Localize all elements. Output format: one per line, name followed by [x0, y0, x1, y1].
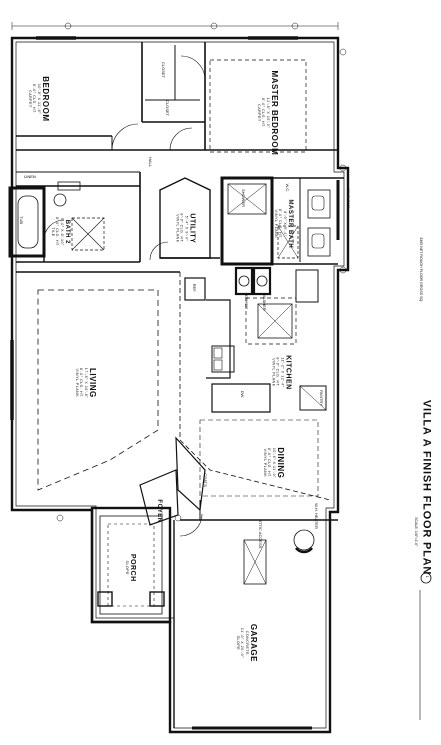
- room-label-utility: UTILITY 5'-4" X 9'-4" 8'-0" CLG. HT. VIN…: [175, 195, 196, 261]
- room-name: BEDROOM: [40, 76, 50, 122]
- room-name: FOYER: [156, 499, 162, 523]
- title-text: VILLA A FINISH FLOOR PLAN: [420, 399, 433, 576]
- dryer-label: DRYER: [244, 290, 249, 314]
- tub-text: TUB: [19, 216, 24, 224]
- room-size: 17'-8" X 16'-8": [83, 367, 88, 398]
- water-heater-text: W.H. HEATER: [314, 503, 319, 529]
- room-name: PANTRY: [319, 390, 324, 406]
- room-slope: SLOPE: [235, 635, 240, 651]
- room-name: GARAGE: [248, 623, 258, 662]
- room-ceiling: 8'-0" CLG. HT.: [55, 216, 60, 247]
- attic-text: ATTIC ACCESS: [258, 519, 263, 549]
- room-name: MASTER BEDROOM: [269, 70, 279, 156]
- room-name: KITCHEN: [284, 355, 292, 390]
- dw-text: DW: [240, 390, 245, 398]
- drawing-side-note: 3365 NET ROUGH FLOOR GROSS SQ.: [418, 200, 423, 340]
- room-ceiling: 8'-0" CLG. HT.: [267, 447, 272, 478]
- title-number-text: 1: [424, 575, 429, 578]
- room-floor: CARPET: [256, 104, 261, 122]
- room-name: BATH 2: [63, 219, 70, 244]
- room-ceiling: 8'-0" CLG. HT.: [179, 213, 184, 244]
- pantry-label: PANTRY: [319, 385, 324, 411]
- shower-text: SHOWER: [241, 189, 246, 207]
- room-size: 11'-0" X 20'-0": [240, 627, 245, 658]
- room-name: LIVING: [87, 368, 97, 398]
- room-floor: TILE: [50, 227, 55, 237]
- room-ceiling: 8'-0" CLG. HT.: [278, 208, 283, 239]
- washer-label: WASHER: [262, 290, 267, 314]
- room-floor: CONCRETE: [244, 630, 249, 655]
- drawing-scale: SCALE: 1/8"=1'-0": [413, 457, 418, 607]
- ref-text: REF.: [192, 283, 197, 293]
- room-ceiling: 8'-0" CLG. HT.: [261, 97, 266, 128]
- room-label-bedroom: BEDROOM 10'-8" X 11'-8" 8'-0" CLG. HT. C…: [27, 59, 50, 139]
- washer-text: WASHER: [262, 293, 267, 311]
- closet-label-2: CLOSET: [165, 93, 170, 123]
- attic-label: ATTIC ACCESS: [258, 514, 263, 554]
- closet-text: CLOSET: [165, 99, 170, 116]
- room-floor: VINYL PLANK: [271, 358, 276, 387]
- room-floor: VINYL PLANK: [262, 448, 267, 478]
- room-ceiling: 8'-0" CLG. HT.: [275, 357, 280, 388]
- room-label-master: MASTER BEDROOM 12'-8" X 15'-0" 8'-0" CLG…: [256, 68, 279, 158]
- closet-hall-text: LINEN: [24, 174, 36, 179]
- room-size: 8'-0" X 9'-4": [282, 211, 287, 237]
- room-floor: VINYL PLANK: [273, 209, 278, 239]
- closet-text: CLOSET: [161, 61, 166, 78]
- tub-label: TUB: [19, 213, 24, 227]
- side-note-text: 3365 NET ROUGH FLOOR GROSS SQ.: [418, 237, 423, 303]
- shower-label: SHOWER: [241, 183, 246, 213]
- room-label-garage: GARAGE CONCRETE 11'-0" X 20'-0" SLOPE: [235, 603, 258, 683]
- closet-label: CLOSET: [161, 55, 166, 85]
- room-label-bath2: BATH 2 5'-0" X 8'-10" 8'-0" CLG. HT. TIL…: [50, 202, 70, 262]
- room-size: 10'-6" X 11'-0": [271, 447, 276, 478]
- dryer-text: DRYER: [244, 295, 249, 309]
- room-label-living: LIVING 17'-8" X 16'-8" 8'-0" CLG. HT. VI…: [74, 348, 97, 418]
- clear-text: SS CLEAR: [346, 188, 351, 208]
- room-slope: SLOPE: [124, 560, 129, 576]
- wc-label: W.C.: [285, 179, 290, 197]
- room-ceiling: 8'-0" CLG. HT.: [32, 83, 37, 114]
- coats-text: COATS: [203, 473, 208, 487]
- ref-label: REF.: [192, 280, 197, 296]
- room-label-foyer: FOYER: [156, 496, 162, 526]
- room-floor: VINYL PLANK: [74, 368, 79, 398]
- room-floor: VINYL PLANK: [175, 214, 180, 243]
- room-ceiling: 8'-0" CLG. HT.: [79, 367, 84, 398]
- coats-label: COATS: [203, 469, 208, 491]
- room-name: UTILITY: [188, 213, 196, 244]
- room-name: DINING: [275, 447, 285, 479]
- room-size: 5'-0" X 8'-10": [59, 218, 64, 246]
- dw-label: DW: [240, 388, 245, 400]
- hall-label: HALL: [148, 154, 153, 170]
- clear-label: SS CLEAR: [346, 186, 351, 210]
- title-number: 1: [424, 573, 429, 581]
- room-size: 11'-2" X 12'-4": [280, 357, 285, 388]
- closet-hall-label: LINEN: [24, 174, 36, 179]
- room-name: PORCH: [128, 553, 136, 582]
- room-label-dining: DINING 10'-6" X 11'-0" 8'-0" CLG. HT. VI…: [262, 428, 285, 498]
- room-size: 12'-8" X 15'-0": [265, 97, 270, 128]
- exterior-wall-inner: [15, 41, 345, 729]
- room-size: 10'-8" X 11'-8": [36, 83, 41, 114]
- room-label-porch: PORCH SLOPE: [124, 548, 136, 588]
- room-label-kitchen: KITCHEN 11'-2" X 12'-4" 8'-0" CLG. HT. V…: [271, 337, 292, 407]
- room-size: 5'-4" X 9'-4": [184, 215, 189, 241]
- room-name: MASTER BATH: [286, 199, 293, 249]
- room-label-master-bath: MASTER BATH 8'-0" X 9'-4" 8'-0" CLG. HT.…: [273, 191, 293, 257]
- wc-text: W.C.: [285, 183, 290, 193]
- room-floor: CARPET: [27, 90, 32, 108]
- scale-text: SCALE: 1/8"=1'-0": [413, 517, 418, 547]
- water-heater-label: W.H. HEATER: [314, 498, 319, 534]
- hall-text: HALL: [148, 156, 153, 167]
